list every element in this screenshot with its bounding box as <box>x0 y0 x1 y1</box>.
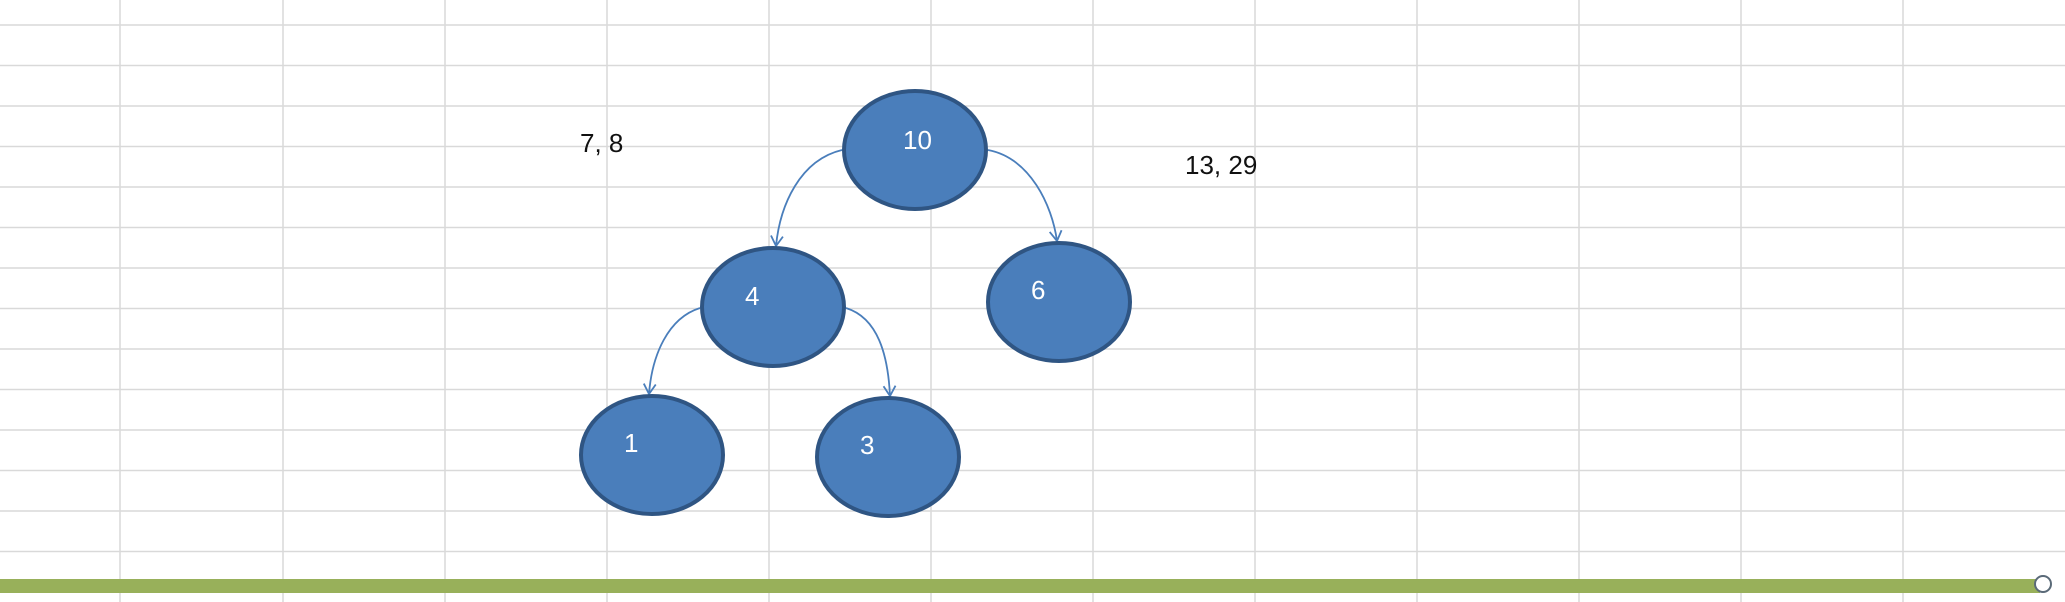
node-4-label: 4 <box>745 281 759 311</box>
edges <box>642 149 1063 398</box>
node-4[interactable]: 4 <box>700 246 846 368</box>
edge-4-to-1 <box>642 307 701 396</box>
node-3-label: 3 <box>860 430 874 460</box>
node-6-label: 6 <box>1031 275 1045 305</box>
note-right-values: 13, 29 <box>1185 150 1258 180</box>
node-6-shape[interactable] <box>986 241 1132 363</box>
node-3[interactable]: 3 <box>815 396 961 518</box>
nodes: 10 4 6 1 3 <box>579 89 1132 518</box>
node-1[interactable]: 1 <box>579 394 725 516</box>
edge-10-to-6 <box>987 149 1063 243</box>
node-10[interactable]: 10 <box>842 89 988 211</box>
progress-bar <box>0 579 2040 593</box>
node-1-label: 1 <box>624 428 638 458</box>
node-3-shape[interactable] <box>815 396 961 518</box>
edge-4-to-3 <box>845 307 897 398</box>
node-6[interactable]: 6 <box>986 241 1132 363</box>
node-10-label: 10 <box>903 125 932 155</box>
note-left-values: 7, 8 <box>580 128 624 158</box>
progress-handle[interactable] <box>2034 575 2052 593</box>
node-4-shape[interactable] <box>700 246 846 368</box>
node-10-shape[interactable] <box>842 89 988 211</box>
edge-10-to-4 <box>770 149 843 248</box>
node-1-shape[interactable] <box>579 394 725 516</box>
